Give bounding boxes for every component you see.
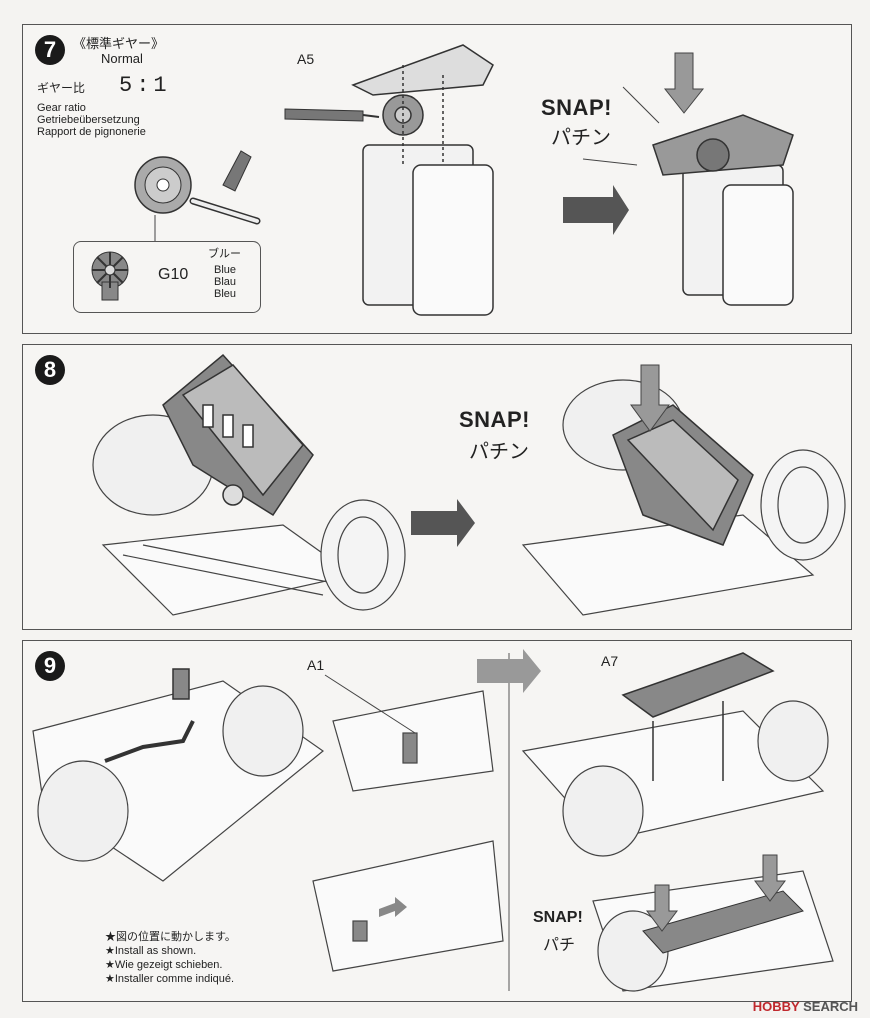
gear-assembly-icon [134,156,261,241]
snap-label: SNAP! [541,95,612,120]
chassis-right-top-icon [521,700,829,857]
note-line-3: ★Wie gezeigt schieben. [105,959,223,971]
step-8-illustration [92,353,846,616]
snap-label-jp: パチン [551,127,611,149]
down-arrow-icon [754,854,786,902]
direction-arrow-icon [563,185,629,235]
step-7-panel: 7 《標準ギヤー》 Normal ギヤー比 5:1 Gear ratio Get… [22,24,852,334]
cover-a7-icon [621,652,775,781]
down-arrow-icon [630,364,670,432]
gear-ratio-line-1: Gear ratio [37,102,86,114]
snap-label: SNAP! [459,407,530,432]
part-label-a1: A1 [307,657,325,673]
step-7-illustration [134,44,794,316]
chassis-left-icon [32,680,324,882]
brand-watermark: HOBBY SEARCH [753,999,858,1014]
step-number-badge: 9 [35,651,65,681]
direction-arrow-icon [477,649,541,693]
installed-motor-icon [612,404,754,546]
down-arrow-icon [663,52,705,114]
installed-cover-icon [642,890,804,954]
part-label-a7: A7 [601,653,619,669]
color-line-1: Blue [214,264,237,276]
gear-ratio-label-jp: ギヤー比 [37,81,86,95]
gear-ratio-line-2: Getriebeübersetzung [37,114,140,126]
brand-part-2: SEARCH [799,999,858,1014]
step-title-en: Normal [101,51,143,66]
snap-label: SNAP! [533,909,583,926]
snap-label-jp: パチン [469,441,529,463]
direction-arrow-icon [411,499,475,547]
color-jp-label: ブルー [208,248,241,260]
step-9-illustration [32,649,834,992]
step-number-badge: 8 [35,355,65,385]
step-8-panel: 8 SNAP! パチン [22,344,852,630]
note-line-2: ★Install as shown. [105,945,197,957]
gear-g10-icon [91,251,129,301]
color-line-2: Blau [214,276,237,288]
gear-ratio-line-3: Rapport de pignonerie [37,126,146,138]
assembled-gearbox-icon [652,114,794,306]
gear-ratio-value: 5:1 [119,73,171,98]
note-line-1: ★図の位置に動かします。 [105,931,236,943]
note-line-4: ★Installer comme indiqué. [105,973,235,985]
motor-gearbox-icon [351,44,494,316]
step-number-badge: 7 [35,35,65,65]
down-arrow-icon [646,884,678,932]
part-label-a5: A5 [297,51,315,67]
chassis-detail-icon [312,690,504,972]
switch-terminal-icon [104,668,195,763]
part-id-label: G10 [158,266,189,283]
slide-arrow-icon [379,897,407,917]
grease-tube-icon [222,108,380,192]
step-9-panel: 9 A1 A7 SNAP! パチ ★図の位置に動かします。 ★Install a… [22,640,852,1002]
snap-label-jp: パチ [543,937,576,954]
step-title-jp: 《標準ギヤー》 [73,36,165,51]
part-callout-box: G10 ブルー Blue Blau Bleu [73,241,261,313]
motor-unit-icon [162,353,314,517]
brand-part-1: HOBBY [752,999,800,1014]
color-line-3: Bleu [214,288,237,300]
